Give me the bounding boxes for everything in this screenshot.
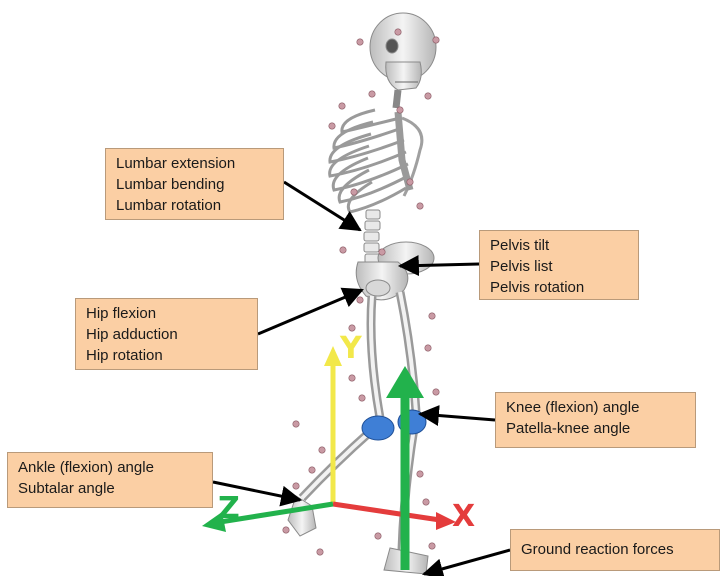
lumbar-extension-text: Lumbar extension	[116, 153, 273, 174]
left-tibia-shine	[302, 432, 370, 498]
subtalar-angle-text: Subtalar angle	[18, 478, 202, 499]
lumbar-bending-text: Lumbar bending	[116, 174, 273, 195]
skull	[370, 13, 436, 90]
knee-flexion-angle-text: Knee (flexion) angle	[506, 397, 685, 418]
pelvis-rotation-text: Pelvis rotation	[490, 277, 628, 298]
hip-flexion-text: Hip flexion	[86, 303, 247, 324]
grf-label-box: Ground reaction forces	[510, 529, 720, 571]
lumbar-label-box: Lumbar extension Lumbar bending Lumbar r…	[105, 148, 284, 220]
pelvis-label-box: Pelvis tilt Pelvis list Pelvis rotation	[479, 230, 639, 300]
y-axis-label: Y	[339, 331, 363, 366]
x-axis-label: X	[452, 499, 475, 534]
hip-rotation-text: Hip rotation	[86, 345, 247, 366]
skeleton	[288, 13, 436, 574]
knee-label-box: Knee (flexion) angle Patella-knee angle	[495, 392, 696, 448]
upper-arm	[398, 112, 410, 190]
ankle-flexion-angle-text: Ankle (flexion) angle	[18, 457, 202, 478]
grf-vector-arrowhead	[386, 366, 424, 398]
cervical-spine	[396, 90, 398, 108]
ankle-label-box: Ankle (flexion) angle Subtalar angle	[7, 452, 213, 508]
pelvis-list-text: Pelvis list	[490, 256, 628, 277]
grf-arrow	[424, 550, 510, 574]
pelvis-tilt-text: Pelvis tilt	[490, 235, 628, 256]
knee-arrow	[420, 414, 495, 420]
pelvis-arrow	[400, 264, 479, 266]
hip-adduction-text: Hip adduction	[86, 324, 247, 345]
hip-arrow	[258, 290, 362, 334]
lumbar-spine	[364, 210, 380, 263]
x-axis	[333, 504, 440, 520]
ground-reaction-forces-text: Ground reaction forces	[521, 539, 709, 560]
hip-label-box: Hip flexion Hip adduction Hip rotation	[75, 298, 258, 370]
rib-cage	[330, 110, 422, 212]
left-foot	[288, 496, 316, 536]
z-axis-label: Z	[218, 491, 240, 526]
lumbar-rotation-text: Lumbar rotation	[116, 195, 273, 216]
patella-knee-angle-text: Patella-knee angle	[506, 418, 685, 439]
